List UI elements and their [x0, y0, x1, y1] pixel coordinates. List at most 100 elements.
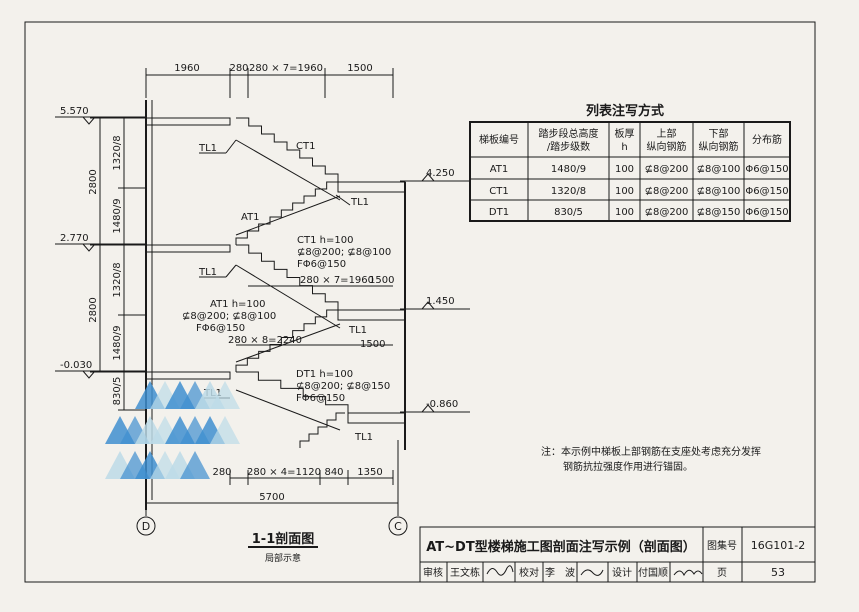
check-signature [580, 569, 604, 576]
elev-left-3: -0.030 [60, 360, 92, 371]
vdim-inner-5: 830/5 [112, 377, 123, 406]
at1-note-3: FΦ6@150 [196, 323, 245, 334]
at1-note-1: AT1 h=100 [210, 299, 266, 310]
dim-top-3: 280 × 7=1960 [249, 63, 323, 74]
table-cell: ⊈8@200 [645, 207, 689, 218]
at1-note-2: ⊈8@200; ⊈8@100 [182, 311, 276, 322]
total-dim: 5700 [259, 492, 284, 503]
table-cell: ⊈8@200 [645, 164, 689, 175]
sheet-frame [24, 21, 816, 583]
watermark-logo [105, 381, 240, 479]
table-border [469, 121, 791, 222]
atlas-label: 图集号 [707, 539, 737, 552]
title-block: AT~DT型楼梯施工图剖面注写示例（剖面图） 图集号 16G101-2 审核 王… [419, 526, 816, 583]
landing-upper [337, 181, 406, 193]
design-signature [673, 569, 703, 577]
table-header-cell: 分布筋 [752, 133, 782, 146]
vdim-inner-2: 1480/9 [112, 198, 123, 233]
vdim-outer-1: 2800 [88, 169, 99, 194]
dt1-note-2: ⊈8@200; ⊈8@150 [296, 381, 390, 392]
mid-dim-1: 280 × 7=1960 [300, 275, 374, 286]
table-header-cell: 板厚 [615, 127, 635, 140]
elev-left-1: 5.570 [60, 106, 89, 117]
section-subtitle: 局部示意 [265, 552, 301, 564]
table-header-cell: 下部 [709, 127, 729, 140]
vdim-inner-3: 1320/8 [112, 262, 123, 297]
section-title: 1-1剖面图 [252, 531, 315, 547]
landing-mid [337, 309, 406, 321]
flight-lower [299, 412, 345, 448]
at1-label: AT1 [241, 212, 260, 223]
table-cell: CT1 [489, 186, 508, 197]
dim-top-4: 1500 [347, 63, 372, 74]
table-cell: ⊈8@150 [697, 207, 741, 218]
table-header-cell: 纵向钢筋 [647, 140, 687, 153]
table-cell: 100 [615, 186, 634, 197]
table-title: 列表注写方式 [586, 103, 664, 119]
review-signature [486, 565, 514, 576]
table-cell: ⊈8@200 [645, 186, 689, 197]
floor-slab-mid [145, 244, 231, 253]
table-header-cell: 踏步段总高度 [539, 127, 599, 140]
vdim-inner-1: 1320/8 [112, 135, 123, 170]
table-header-cell: 梯板编号 [479, 133, 519, 146]
mid-dim-2: 280 × 8=2240 [228, 335, 302, 346]
mid-dim-1b: 1500 [369, 275, 394, 286]
flight-dt1 [236, 371, 349, 413]
dt1-note-1: DT1 h=100 [296, 369, 353, 380]
design-name: 付国顺 [638, 566, 668, 579]
page-number: 53 [771, 566, 785, 579]
axis-d-label: D [142, 520, 150, 533]
axis-c-bubble [388, 516, 408, 536]
table-cell: 100 [615, 207, 634, 218]
flight-ct1-mid [236, 244, 339, 310]
elev-right-2: 1.450 [426, 296, 455, 307]
design-label: 设计 [612, 566, 632, 579]
bottom-dim-2: 280 × 4=1120 [247, 467, 321, 478]
note-line-1: 注：本示例中梯板上部钢筋在支座处考虑充分发挥 [541, 445, 761, 458]
ct1-note-1: CT1 h=100 [297, 235, 353, 246]
dt1-note-3: FΦ6@150 [296, 393, 345, 404]
table-cell: Φ6@150 [745, 186, 788, 197]
ct1-note-3: FΦ6@150 [297, 259, 346, 270]
page-label: 页 [717, 567, 727, 579]
vdim-inner-4: 1480/9 [112, 325, 123, 360]
drawing-title: AT~DT型楼梯施工图剖面注写示例（剖面图） [426, 539, 695, 555]
bottom-dim-4: 1350 [357, 467, 382, 478]
table-cell: AT1 [490, 164, 509, 175]
tl1-label-1: TL1 [198, 143, 217, 154]
watermark-triangle [180, 451, 210, 479]
flight-ct1-upper [236, 117, 339, 182]
watermark-triangle [210, 381, 240, 409]
atlas-number: 16G101-2 [751, 539, 805, 552]
table-cell: Φ6@150 [745, 164, 788, 175]
table-header-cell: 上部 [657, 127, 677, 140]
dim-top-2: 280 [229, 63, 248, 74]
bottom-dim-1: 280 [212, 467, 231, 478]
table-cell: DT1 [489, 207, 509, 218]
check-label: 校对 [519, 566, 539, 579]
review-label: 审核 [423, 566, 443, 579]
mid-dim-2b: 1500 [360, 339, 385, 350]
tl1-label-2: TL1 [350, 197, 369, 208]
floor-slab-upper [145, 117, 231, 126]
table-cell: 100 [615, 164, 634, 175]
review-name: 王文栋 [450, 566, 480, 579]
table-cell: 830/5 [554, 207, 583, 218]
elev-right-3: -0.860 [426, 399, 458, 410]
table-cell: ⊈8@100 [697, 164, 741, 175]
axis-d-bubble [136, 516, 156, 536]
table-cell: 1320/8 [551, 186, 586, 197]
elev-right-1: 4.250 [426, 168, 455, 179]
tl1-label-3: TL1 [198, 267, 217, 278]
bottom-dim-3: 840 [324, 467, 343, 478]
vdim-outer-2: 2800 [88, 297, 99, 322]
landing-lower [347, 412, 406, 424]
table-cell: Φ6@150 [745, 207, 788, 218]
ct1-note-2: ⊈8@200; ⊈8@100 [297, 247, 391, 258]
table-header-cell: /踏步级数 [547, 140, 590, 153]
tl1-label-6: TL1 [354, 432, 373, 443]
